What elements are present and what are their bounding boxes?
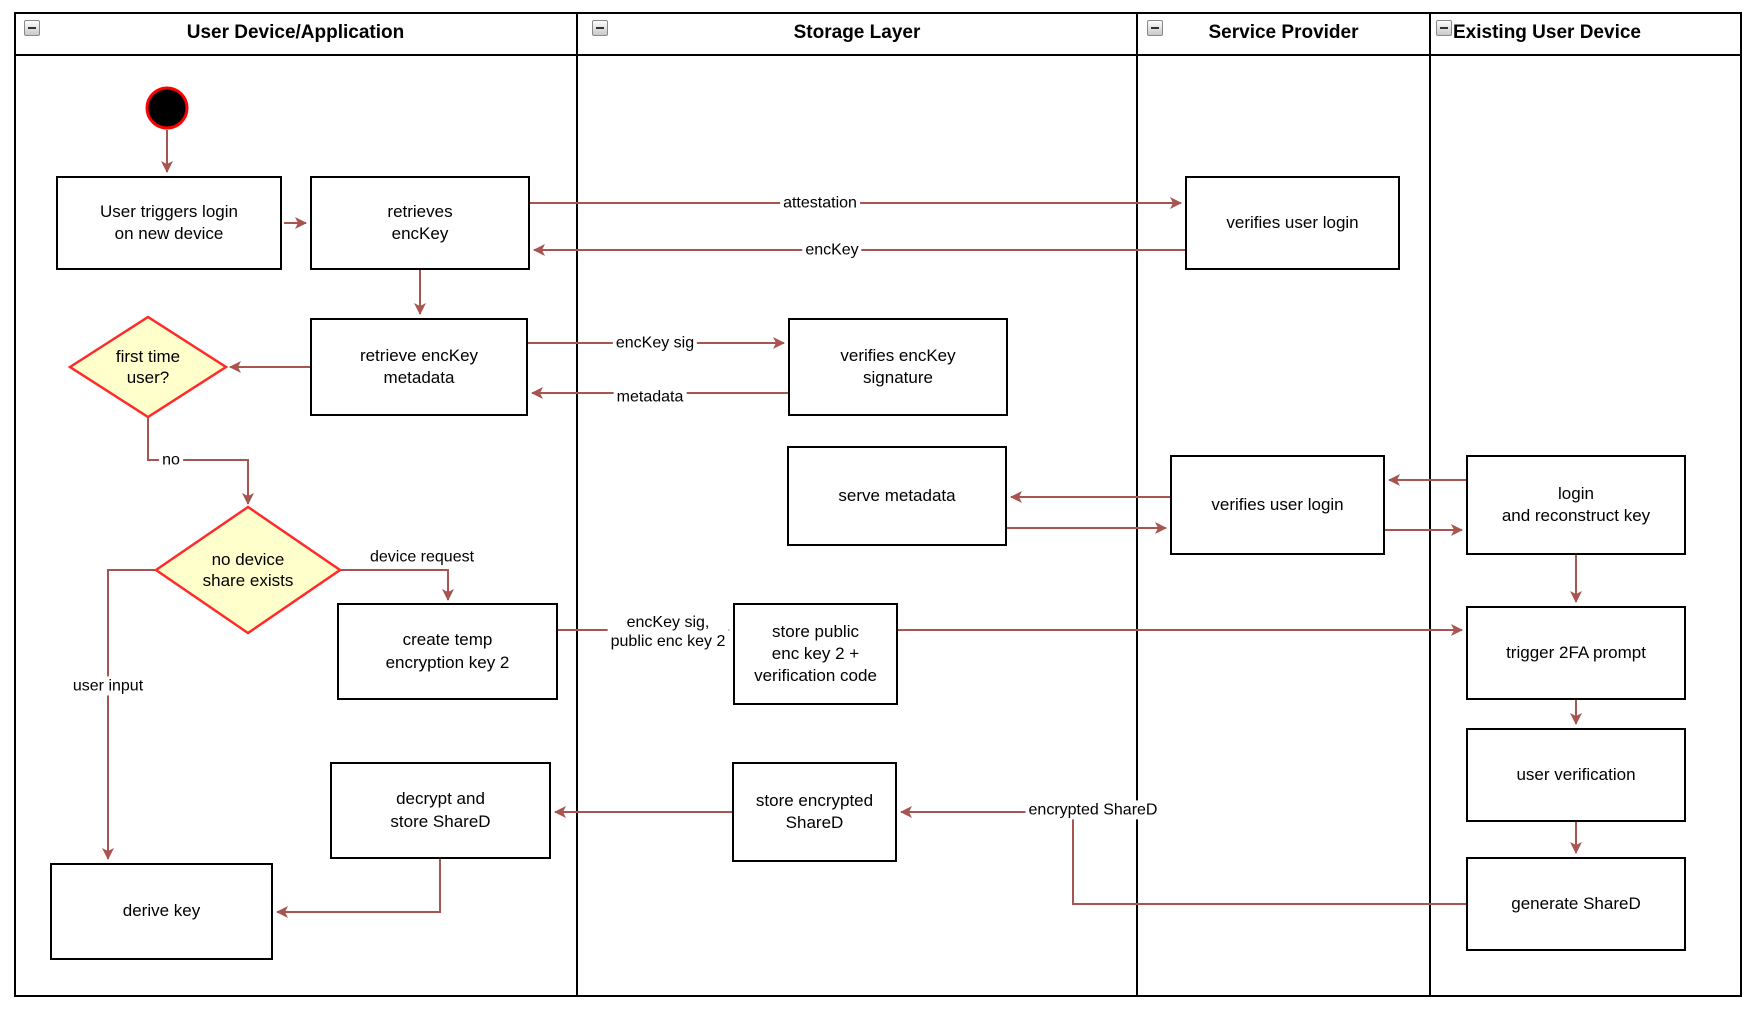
minus-glyph <box>1440 27 1448 29</box>
edge-label-attestation: attestation <box>780 193 860 213</box>
edge-label-device-request: device request <box>369 548 475 566</box>
edge-label-metadata: metadata <box>613 387 687 407</box>
node-decrypt-and-store-shared[interactable]: decrypt and store ShareD <box>330 762 551 859</box>
collapse-icon-service-provider[interactable] <box>1147 20 1163 36</box>
node-verifies-user-login-2[interactable]: verifies user login <box>1170 455 1385 555</box>
edge-device-request <box>340 569 454 601</box>
node-retrieves-enckey[interactable]: retrieves encKey <box>310 176 530 270</box>
node-generate-shared[interactable]: generate ShareD <box>1466 857 1686 951</box>
lane-header-divider <box>14 54 1742 56</box>
lane-divider-1 <box>576 12 578 997</box>
edge-label-no: no <box>159 450 183 470</box>
collapse-icon-storage-layer[interactable] <box>592 20 608 36</box>
edge-label-enckey-sig-public: encKey sig, public enc key 2 <box>607 612 729 652</box>
edge-label-enckey-sig: encKey sig <box>612 333 698 353</box>
lane-divider-3 <box>1429 12 1431 997</box>
node-store-public-enc-key-2[interactable]: store public enc key 2 + verification co… <box>733 603 898 705</box>
minus-glyph <box>1151 27 1159 29</box>
lane-title-service-provider[interactable]: Service Provider <box>1208 22 1359 43</box>
decision-first-time-user[interactable] <box>67 315 229 419</box>
collapse-icon-user-device-application[interactable] <box>24 20 40 36</box>
lane-divider-2 <box>1136 12 1138 997</box>
node-trigger-2fa-prompt[interactable]: trigger 2FA prompt <box>1466 606 1686 700</box>
edge-label-enckey: encKey <box>802 240 862 260</box>
lane-title-storage-layer[interactable]: Storage Layer <box>793 22 921 43</box>
node-verifies-enckey-signature[interactable]: verifies encKey signature <box>788 318 1008 416</box>
node-derive-key[interactable]: derive key <box>50 863 273 960</box>
minus-glyph <box>596 27 604 29</box>
edge-user-input <box>102 569 156 860</box>
node-retrieve-enckey-metadata[interactable]: retrieve encKey metadata <box>310 318 528 416</box>
edge-label-user-input: user input <box>69 676 147 696</box>
node-serve-metadata[interactable]: serve metadata <box>787 446 1007 546</box>
node-user-verification[interactable]: user verification <box>1466 728 1686 822</box>
edge-no <box>147 417 254 505</box>
node-login-and-reconstruct-key[interactable]: login and reconstruct key <box>1466 455 1686 555</box>
swimlane-frame <box>14 12 1742 997</box>
start-node[interactable] <box>145 86 189 130</box>
edge-label-encrypted-shared: encrypted ShareD <box>1025 800 1161 820</box>
lane-title-existing-user-device[interactable]: Existing User Device <box>1453 22 1641 43</box>
edge-encrypted-shared <box>900 806 1466 905</box>
edge-decrypt-to-derive <box>276 859 441 918</box>
node-verifies-user-login-1[interactable]: verifies user login <box>1185 176 1400 270</box>
node-create-temp-encryption-key-2[interactable]: create temp encryption key 2 <box>337 603 558 700</box>
decision-no-device-share[interactable] <box>153 505 343 635</box>
collapse-icon-existing-user-device[interactable] <box>1436 20 1452 36</box>
node-user-triggers-login[interactable]: User triggers login on new device <box>56 176 282 270</box>
node-store-encrypted-shared[interactable]: store encrypted ShareD <box>732 762 897 862</box>
lane-title-user-device-application[interactable]: User Device/Application <box>186 22 405 43</box>
minus-glyph <box>28 27 36 29</box>
